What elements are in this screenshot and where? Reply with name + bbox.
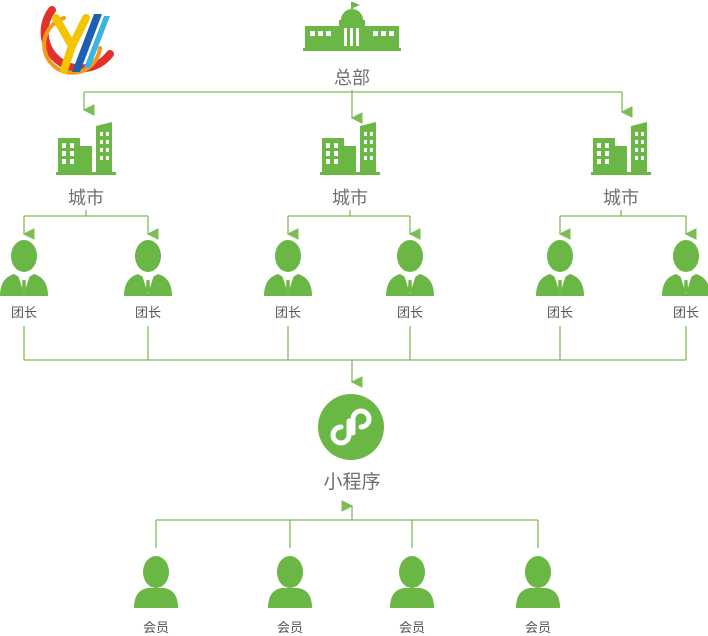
leader-label: 团长 [397, 306, 423, 321]
person-icon [268, 556, 312, 608]
leader-to-miniprogram-connector [23, 326, 687, 388]
member-label: 会员 [399, 621, 425, 636]
person-icon [134, 556, 178, 608]
person-with-tie-icon [662, 240, 708, 296]
city-buildings-icon [591, 122, 651, 175]
person-with-tie-icon [264, 240, 312, 296]
member-node-2: 会员 [268, 556, 312, 636]
government-building-icon [303, 2, 401, 51]
member-node-1: 会员 [134, 556, 178, 636]
person-with-tie-icon [124, 240, 172, 296]
member-node-3: 会员 [390, 556, 434, 636]
leader-label: 团长 [673, 306, 699, 321]
leader-node-1: 团长 [0, 240, 48, 321]
miniprogram-node: 小程序 [318, 394, 384, 493]
person-with-tie-icon [386, 240, 434, 296]
leader-label: 团长 [135, 306, 161, 321]
member-label: 会员 [143, 621, 169, 636]
leader-label: 团长 [275, 306, 301, 321]
leader-node-6: 团长 [662, 240, 708, 321]
city-node-1: 城市 [56, 122, 116, 209]
city-node-2: 城市 [320, 122, 380, 209]
city-buildings-icon [56, 122, 116, 175]
person-with-tie-icon [536, 240, 584, 296]
city-to-leader-connectors [22, 210, 697, 240]
leader-node-3: 团长 [264, 240, 312, 321]
city-label: 城市 [603, 188, 639, 209]
mini-program-icon [318, 394, 384, 460]
leader-node-2: 团长 [124, 240, 172, 321]
city-node-3: 城市 [591, 122, 651, 209]
headquarters-label: 总部 [334, 68, 370, 89]
person-with-tie-icon [0, 240, 48, 296]
leader-label: 团长 [547, 306, 573, 321]
city-label: 城市 [68, 188, 104, 209]
miniprogram-label: 小程序 [323, 471, 380, 493]
brand-logo-icon [40, 6, 114, 75]
leader-label: 团长 [11, 306, 37, 321]
member-label: 会员 [277, 621, 303, 636]
member-node-4: 会员 [516, 556, 560, 636]
member-label: 会员 [525, 621, 551, 636]
person-icon [390, 556, 434, 608]
leader-node-4: 团长 [386, 240, 434, 321]
city-buildings-icon [320, 122, 380, 175]
person-icon [516, 556, 560, 608]
hq-to-city-connector [82, 90, 633, 124]
leader-node-5: 团长 [536, 240, 584, 321]
city-label: 城市 [332, 188, 368, 209]
member-to-miniprogram-connector [155, 500, 539, 548]
